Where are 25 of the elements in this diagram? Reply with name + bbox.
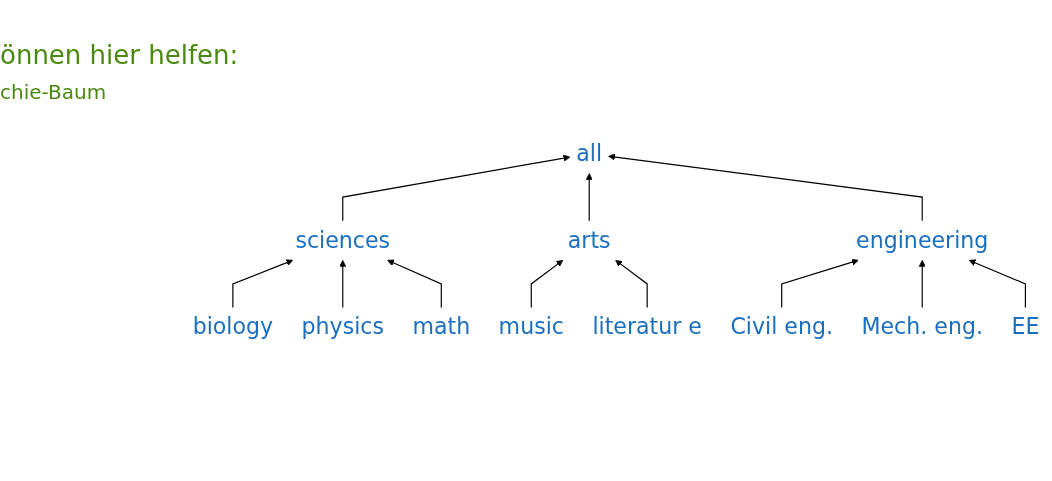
- arrow: [530, 259, 564, 309]
- arrow: [918, 259, 926, 309]
- node-text: music: [498, 313, 564, 340]
- node-text: biology: [192, 313, 274, 340]
- arrow: [781, 258, 859, 309]
- node-text: all: [576, 140, 603, 167]
- note-text: önnen hier helfen:: [0, 40, 239, 70]
- arrow: [968, 259, 1026, 309]
- node-text: arts: [567, 227, 611, 254]
- node-text: physics: [301, 313, 384, 340]
- node-text: EE: [1011, 313, 1040, 340]
- arrow: [342, 154, 571, 222]
- node-text: literatur e: [592, 313, 702, 340]
- note-text: chie-Baum: [0, 80, 108, 104]
- arrow: [615, 259, 648, 309]
- arrow: [232, 259, 294, 309]
- node-text: sciences: [295, 227, 391, 254]
- arrow: [387, 259, 442, 309]
- arrow: [339, 259, 347, 309]
- node-text: engineering: [856, 227, 989, 254]
- node-text: math: [412, 313, 471, 340]
- arrow: [608, 153, 923, 222]
- arrow: [585, 173, 593, 222]
- node-text: Mech. eng.: [861, 313, 984, 340]
- node-text: Civil eng.: [730, 313, 834, 340]
